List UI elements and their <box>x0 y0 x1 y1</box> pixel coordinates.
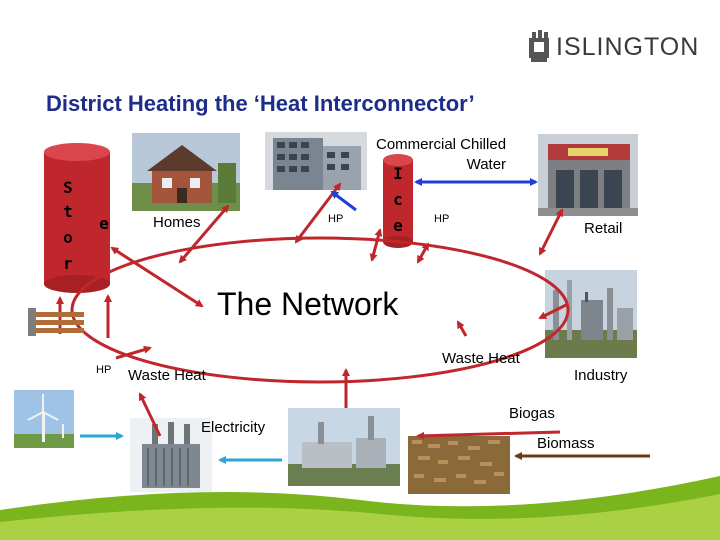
industry-network-arrow <box>456 320 468 337</box>
ice-commercial-arrow <box>330 190 357 212</box>
page-title: District Heating the ‘Heat Interconnecto… <box>46 91 475 116</box>
store-letter: o <box>63 228 73 247</box>
store-letter: t <box>63 202 73 221</box>
store-network-arrow <box>110 246 204 308</box>
store-letter-side: e <box>99 214 109 233</box>
store-tank <box>44 143 110 293</box>
electricity-label: Electricity <box>201 419 266 436</box>
wind-turbine-photo <box>14 390 74 448</box>
electricity-hp-arrow <box>138 392 162 437</box>
waste-heat-right-label: Waste Heat <box>442 350 520 367</box>
biomass-photo <box>408 436 510 494</box>
waste-heat-arrow <box>115 345 152 360</box>
hp-office-label: HP <box>328 213 344 225</box>
retail-photo <box>538 134 638 216</box>
retail-label: Retail <box>584 220 623 237</box>
industry-waste-heat-arrow <box>538 302 569 320</box>
store-letter: r <box>63 254 73 273</box>
homes-network-arrow <box>178 204 230 264</box>
homes-label: Homes <box>153 214 201 231</box>
network-label: The Network <box>217 286 399 322</box>
ice-network-arrow <box>369 228 383 262</box>
ice-letter: c <box>393 190 403 209</box>
industry-photo <box>545 270 637 358</box>
industry-label: Industry <box>574 367 628 384</box>
logo-text: ISLINGTON <box>556 33 700 61</box>
biogas-arrow <box>416 430 561 440</box>
store-letter: S <box>63 178 73 197</box>
hp-left-label: HP <box>96 364 112 376</box>
ice-letter: I <box>393 164 403 183</box>
biomass-label: Biomass <box>537 435 595 452</box>
waste-heat-left-label: Waste Heat <box>128 367 206 384</box>
heater-icon <box>28 308 84 336</box>
ice-letter: e <box>393 216 403 235</box>
hp-retail-label: HP <box>434 213 450 225</box>
transformer-photo <box>130 418 212 492</box>
biogas-label: Biogas <box>509 405 555 422</box>
retail-network-arrow <box>538 208 564 256</box>
hp-retail-network-arrow <box>416 242 430 264</box>
homes-photo <box>132 133 240 211</box>
power-station-photo <box>288 408 400 486</box>
commercial-chilled-water-label: Commercial Chilled Water <box>376 136 507 173</box>
